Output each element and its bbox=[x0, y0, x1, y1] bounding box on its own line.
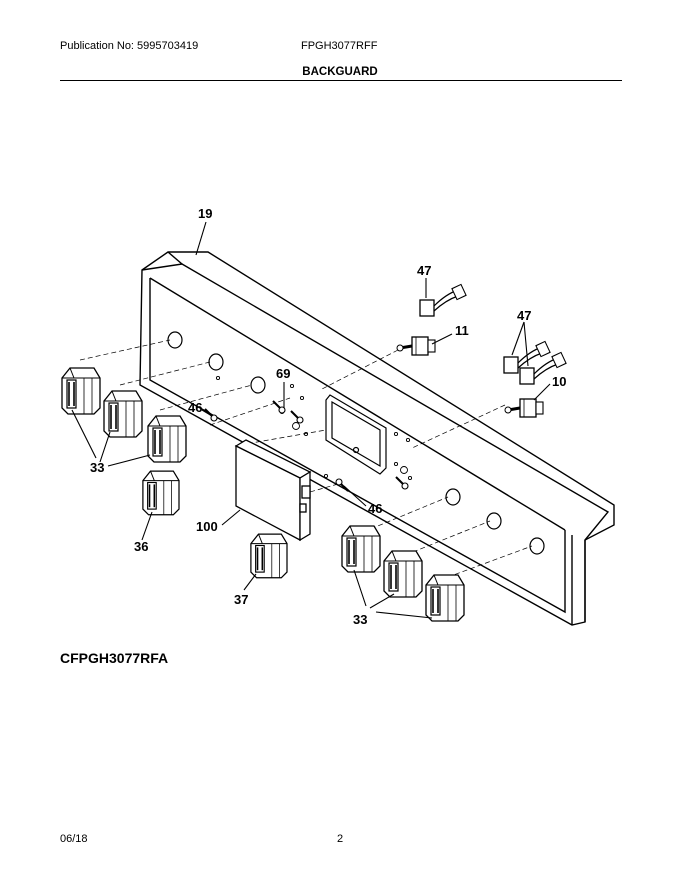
callout-33-left: 33 bbox=[90, 460, 104, 475]
header-rule bbox=[60, 80, 622, 81]
callout-47-right: 47 bbox=[517, 308, 531, 323]
switch-11 bbox=[395, 335, 437, 357]
knob-33-right-c bbox=[425, 574, 465, 622]
footer-date: 06/18 bbox=[60, 833, 88, 845]
callout-69: 69 bbox=[276, 366, 290, 381]
harness-47-top bbox=[419, 283, 467, 317]
model-number: FPGH3077RFF bbox=[301, 40, 378, 52]
callout-33-right: 33 bbox=[353, 612, 367, 627]
callout-37: 37 bbox=[234, 592, 248, 607]
callout-46-mid: 46 bbox=[368, 501, 382, 516]
knob-33-right-a bbox=[341, 525, 381, 573]
callout-19: 19 bbox=[198, 206, 212, 221]
knob-37 bbox=[250, 533, 288, 579]
variant-model-label: CFPGH3077RFA bbox=[60, 650, 169, 666]
publication-number: Publication No: 5995703419 bbox=[60, 40, 199, 52]
callout-36: 36 bbox=[134, 539, 148, 554]
clock-module bbox=[234, 439, 312, 542]
mounting-holes bbox=[215, 375, 413, 481]
knob-33-left-a bbox=[61, 367, 101, 415]
section-title: BACKGUARD bbox=[302, 66, 378, 78]
callout-100: 100 bbox=[196, 519, 218, 534]
callout-46-left: 46 bbox=[188, 400, 202, 415]
knob-33-left-b bbox=[103, 390, 143, 438]
page-number: 2 bbox=[337, 833, 344, 845]
knob-33-left-c bbox=[147, 415, 187, 463]
knob-holes bbox=[167, 331, 545, 555]
knob-36 bbox=[142, 470, 180, 516]
callout-10: 10 bbox=[552, 374, 566, 389]
callout-11: 11 bbox=[455, 323, 469, 338]
callout-leaders bbox=[71, 221, 551, 619]
display-window bbox=[325, 394, 387, 475]
switch-10 bbox=[503, 397, 545, 419]
knob-33-right-b bbox=[383, 550, 423, 598]
callout-47-top: 47 bbox=[417, 263, 431, 278]
